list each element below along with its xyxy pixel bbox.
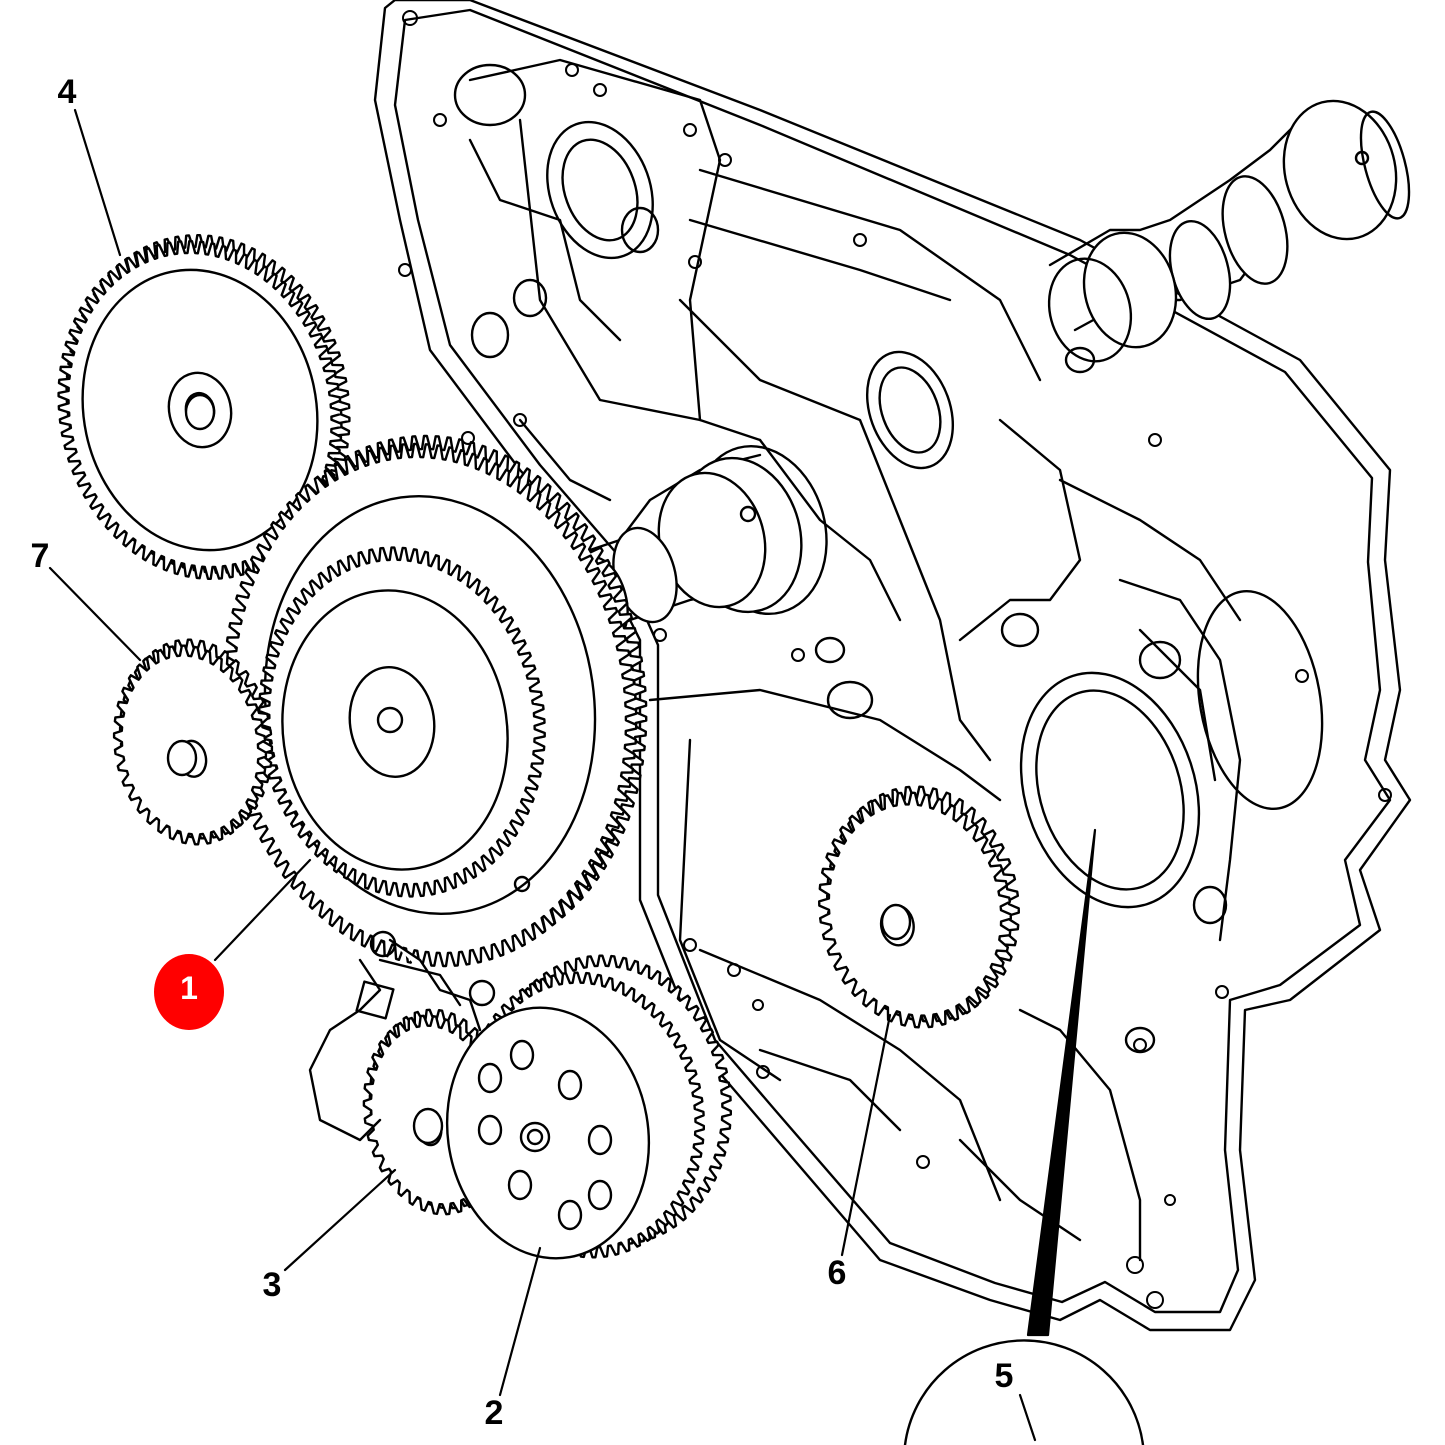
crankshaft-gear-assembly (445, 954, 732, 1260)
leader-line-6 (840, 1013, 892, 1257)
leader-line-5-inner (1018, 1393, 1037, 1442)
gear-2-hole-4 (477, 1114, 503, 1146)
gear-1-timing-hole (513, 875, 531, 893)
gear-1-inner-face (281, 589, 509, 871)
gear-4-pin (184, 393, 216, 431)
gear-2-center-bolt-inner (526, 1128, 544, 1146)
leader-line-1 (213, 858, 312, 962)
gear-6-front-teeth (818, 791, 1012, 1029)
gear-6-group (818, 785, 1020, 1029)
fuel-pump-body (308, 930, 496, 1142)
gear-2-hole-5 (507, 1169, 533, 1201)
detail-circle-5 (903, 1339, 1145, 1445)
callout-4[interactable]: 4 (57, 73, 77, 111)
gear-4-ring-0 (81, 268, 319, 552)
oil-pump-gear (818, 785, 1020, 1029)
leader-lines (48, 108, 1097, 1442)
leader-line-2 (498, 1246, 542, 1397)
highlight-marker-1[interactable] (154, 954, 224, 1030)
idler-gear-upper (57, 234, 351, 580)
leader-line-3 (283, 1168, 397, 1272)
callout-2[interactable]: 2 (484, 1394, 504, 1432)
gear-2-hole-7 (587, 1179, 613, 1211)
timing-case-housing (373, 0, 1412, 1332)
callout-1[interactable]: 1 (180, 970, 198, 1006)
callout-5[interactable]: 5 (994, 1357, 1014, 1395)
gear-2-hole-6 (557, 1199, 583, 1231)
gear-6-pin (880, 903, 912, 941)
gear-7-pin (166, 739, 198, 777)
gear-1-hub (348, 666, 436, 778)
gear-2-hole-1 (557, 1069, 583, 1101)
gear-2-center-bolt (519, 1121, 551, 1153)
gear-2-hole-3 (587, 1124, 613, 1156)
auxiliary-gear-small (112, 638, 274, 846)
leader-line-4 (73, 108, 122, 257)
camshaft-front (558, 444, 828, 645)
gear-4-ring-1 (167, 371, 233, 449)
gear-1-hub-bore (376, 706, 404, 734)
camshaft-gear-large (222, 434, 648, 968)
leader-line-5 (1026, 828, 1097, 1337)
camshaft-rear (1047, 99, 1411, 363)
callout-6[interactable]: 6 (827, 1254, 847, 1292)
callout-7[interactable]: 7 (30, 537, 50, 575)
callout-3[interactable]: 3 (262, 1266, 282, 1304)
gear-2-hole-0 (509, 1039, 535, 1071)
gear-3-pin (412, 1107, 444, 1145)
gear-2-hole-2 (477, 1062, 503, 1094)
leader-line-7 (48, 566, 142, 662)
